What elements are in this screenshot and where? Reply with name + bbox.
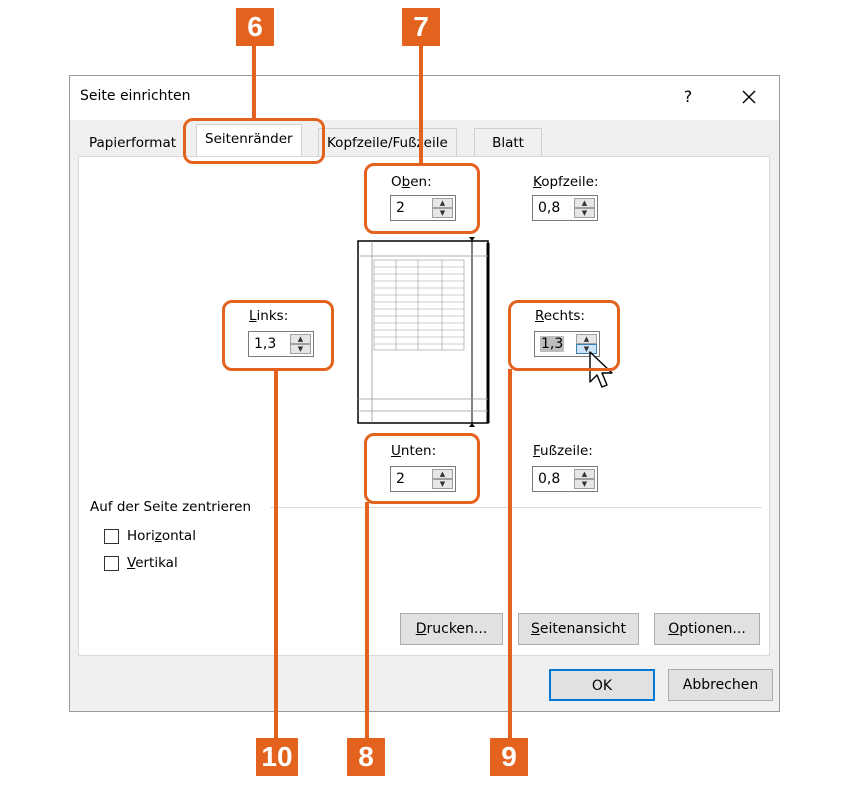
annotation-number-7: 7 — [402, 8, 440, 46]
dialog-title: Seite einrichten — [80, 88, 191, 104]
bottom-margin-spinner[interactable]: 2 ▲▼ — [390, 466, 456, 492]
spin-down-icon[interactable]: ▼ — [432, 479, 453, 489]
right-margin-spinner[interactable]: 1,3 ▲▼ — [534, 331, 600, 357]
header-margin-spinner[interactable]: 0,8 ▲▼ — [532, 195, 598, 221]
spin-down-icon[interactable]: ▼ — [290, 344, 311, 354]
print-preview-button[interactable]: Seitenansicht — [518, 613, 639, 645]
spin-up-icon[interactable]: ▲ — [432, 198, 453, 208]
print-button[interactable]: Drucken... — [400, 613, 503, 645]
connector-9 — [508, 369, 512, 739]
annotation-number-10: 10 — [256, 738, 298, 776]
horizontal-checkbox[interactable] — [104, 529, 119, 544]
callout-bottom-margin — [364, 433, 480, 504]
connector-10 — [274, 369, 278, 739]
tab-seitenraender[interactable]: Seitenränder — [196, 124, 302, 156]
spin-down-icon[interactable]: ▼ — [432, 208, 453, 218]
spin-down-icon[interactable]: ▼ — [574, 479, 595, 489]
title-bar: Seite einrichten ? — [70, 76, 779, 120]
top-margin-value[interactable]: 2 — [396, 200, 405, 216]
ok-button[interactable]: OK — [549, 669, 655, 701]
spin-down-icon[interactable]: ▼ — [576, 344, 597, 354]
footer-margin-label: Fußzeile: — [533, 443, 593, 459]
left-margin-spinner[interactable]: 1,3 ▲▼ — [248, 331, 314, 357]
spin-up-icon[interactable]: ▲ — [432, 469, 453, 479]
spin-up-icon[interactable]: ▲ — [576, 334, 597, 344]
spin-up-icon[interactable]: ▲ — [574, 469, 595, 479]
callout-top-margin — [364, 163, 480, 234]
footer-margin-spinner[interactable]: 0,8 ▲▼ — [532, 466, 598, 492]
top-margin-label: Oben: — [391, 174, 432, 190]
group-divider — [270, 507, 762, 508]
cancel-button[interactable]: Abbrechen — [668, 669, 773, 701]
vertical-checkbox-label[interactable]: Vertikal — [127, 555, 178, 571]
tab-blatt[interactable]: Blatt — [474, 128, 542, 156]
page-preview — [357, 237, 490, 427]
close-icon — [742, 90, 756, 104]
annotation-number-6: 6 — [236, 8, 274, 46]
annotation-number-8: 8 — [347, 738, 385, 776]
spin-down-icon[interactable]: ▼ — [574, 208, 595, 218]
tab-papierformat[interactable]: Papierformat — [80, 128, 186, 156]
annotation-number-9: 9 — [490, 738, 528, 776]
callout-left-margin — [222, 300, 334, 371]
help-button[interactable]: ? — [683, 87, 693, 106]
right-margin-value[interactable]: 1,3 — [540, 336, 565, 352]
left-margin-value[interactable]: 1,3 — [254, 336, 277, 352]
tab-kopfzeile-fusszeile[interactable]: Kopfzeile/Fußzeile — [318, 128, 457, 156]
spin-up-icon[interactable]: ▲ — [290, 334, 311, 344]
options-button[interactable]: Optionen... — [654, 613, 760, 645]
callout-right-margin — [508, 300, 620, 371]
left-margin-label: Links: — [249, 308, 289, 324]
horizontal-checkbox-label[interactable]: Horizontal — [127, 528, 196, 544]
header-margin-label: Kopfzeile: — [533, 174, 599, 190]
connector-7 — [419, 44, 423, 165]
center-group-label: Auf der Seite zentrieren — [90, 499, 252, 515]
header-margin-value[interactable]: 0,8 — [538, 200, 561, 216]
spin-up-icon[interactable]: ▲ — [574, 198, 595, 208]
right-margin-label: Rechts: — [535, 308, 585, 324]
close-button[interactable] — [735, 84, 763, 110]
bottom-margin-value[interactable]: 2 — [396, 471, 405, 487]
top-margin-spinner[interactable]: 2 ▲▼ — [390, 195, 456, 221]
bottom-margin-label: Unten: — [391, 443, 437, 459]
connector-6 — [252, 44, 256, 120]
connector-8 — [365, 502, 369, 739]
footer-margin-value[interactable]: 0,8 — [538, 471, 561, 487]
vertical-checkbox[interactable] — [104, 556, 119, 571]
